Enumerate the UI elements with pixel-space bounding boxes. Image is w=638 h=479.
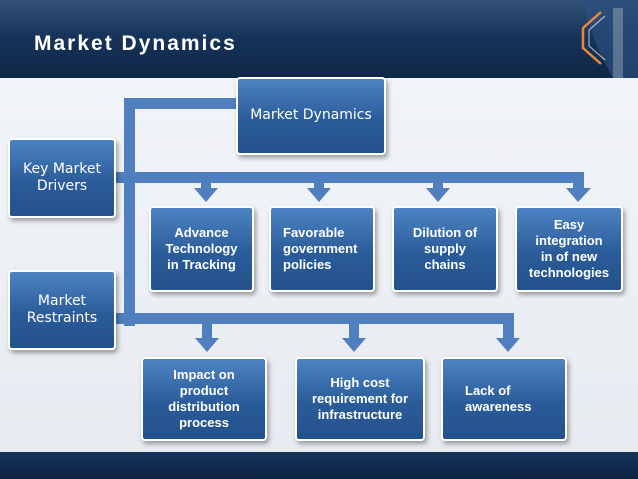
connector-arrow xyxy=(195,338,219,352)
restraint-lack-of-awareness: Lack of awareness xyxy=(441,357,567,441)
connector-arrow xyxy=(194,188,218,202)
connector-drop xyxy=(503,313,514,339)
title-banner: Market Dynamics xyxy=(0,0,638,78)
connector-arrow xyxy=(307,188,331,202)
connector-arrow xyxy=(496,338,520,352)
connector-drop xyxy=(314,182,324,189)
connector-top-bar xyxy=(124,98,239,109)
connector-arrow xyxy=(426,188,450,202)
driver-easy-integration: Easy integration in of new technologies xyxy=(515,206,623,292)
restraint-infrastructure-cost: High cost requirement for infrastructure xyxy=(295,357,425,441)
connector-arrow xyxy=(566,188,591,202)
driver-favorable-policies: Favorable government policies xyxy=(269,206,375,292)
banner-shine xyxy=(0,0,638,36)
connector-drop xyxy=(349,323,359,339)
connector-drop xyxy=(202,323,212,339)
connector-drop xyxy=(433,182,443,189)
connector-drop xyxy=(573,172,584,189)
connector-restraints-bar xyxy=(124,313,514,324)
root-node: Market Dynamics xyxy=(236,77,386,155)
corner-logo-icon xyxy=(581,0,638,78)
restraint-distribution-impact: Impact on product distribution process xyxy=(141,357,267,441)
connector-arrow xyxy=(342,338,366,352)
connector-drivers-bar xyxy=(124,172,584,183)
connector-main-vertical xyxy=(124,98,135,326)
connector-restraints-stub xyxy=(112,313,126,324)
connector-drivers-stub xyxy=(112,172,126,183)
footer-banner xyxy=(0,452,638,479)
slide-title: Market Dynamics xyxy=(34,32,237,55)
driver-advance-technology: Advance Technology in Tracking xyxy=(149,206,254,292)
key-market-drivers-node: Key Market Drivers xyxy=(8,138,116,218)
market-restraints-node: Market Restraints xyxy=(8,270,116,350)
connector-drop xyxy=(201,182,211,189)
driver-dilution-supply-chains: Dilution of supply chains xyxy=(392,206,498,292)
